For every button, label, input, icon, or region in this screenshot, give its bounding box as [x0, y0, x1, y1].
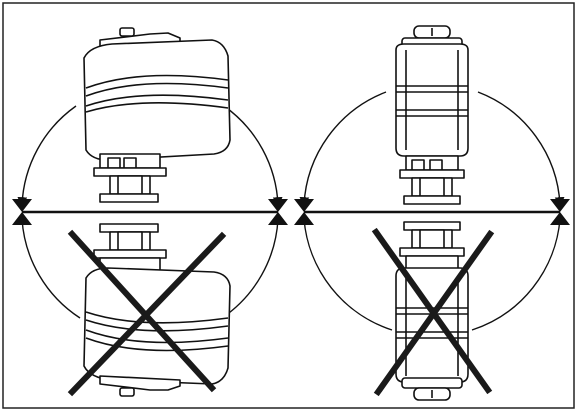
- cross-out-icon: [371, 227, 495, 397]
- rotation-arc-icon: [477, 91, 565, 207]
- valve-symbol-icon: [550, 199, 570, 225]
- panel-side-view: [12, 27, 288, 397]
- rotation-arc-icon: [17, 105, 77, 207]
- rotation-arc-icon: [471, 218, 561, 331]
- rotation-arc-icon: [299, 91, 387, 207]
- rotation-arc-icon: [221, 218, 279, 319]
- valve-symbol-icon: [294, 199, 314, 225]
- actuator-front-upright: [395, 25, 469, 205]
- cross-out-icon: [67, 229, 227, 397]
- valve-symbol-icon: [12, 199, 32, 225]
- valve-symbol-icon: [268, 199, 288, 225]
- actuator-side-upright: [83, 27, 231, 203]
- panel-front-view: [294, 25, 570, 401]
- actuator-front-inverted: [395, 221, 469, 401]
- rotation-arc-icon: [303, 218, 393, 331]
- rotation-arc-icon: [21, 218, 81, 319]
- rotation-arc-icon: [223, 105, 283, 207]
